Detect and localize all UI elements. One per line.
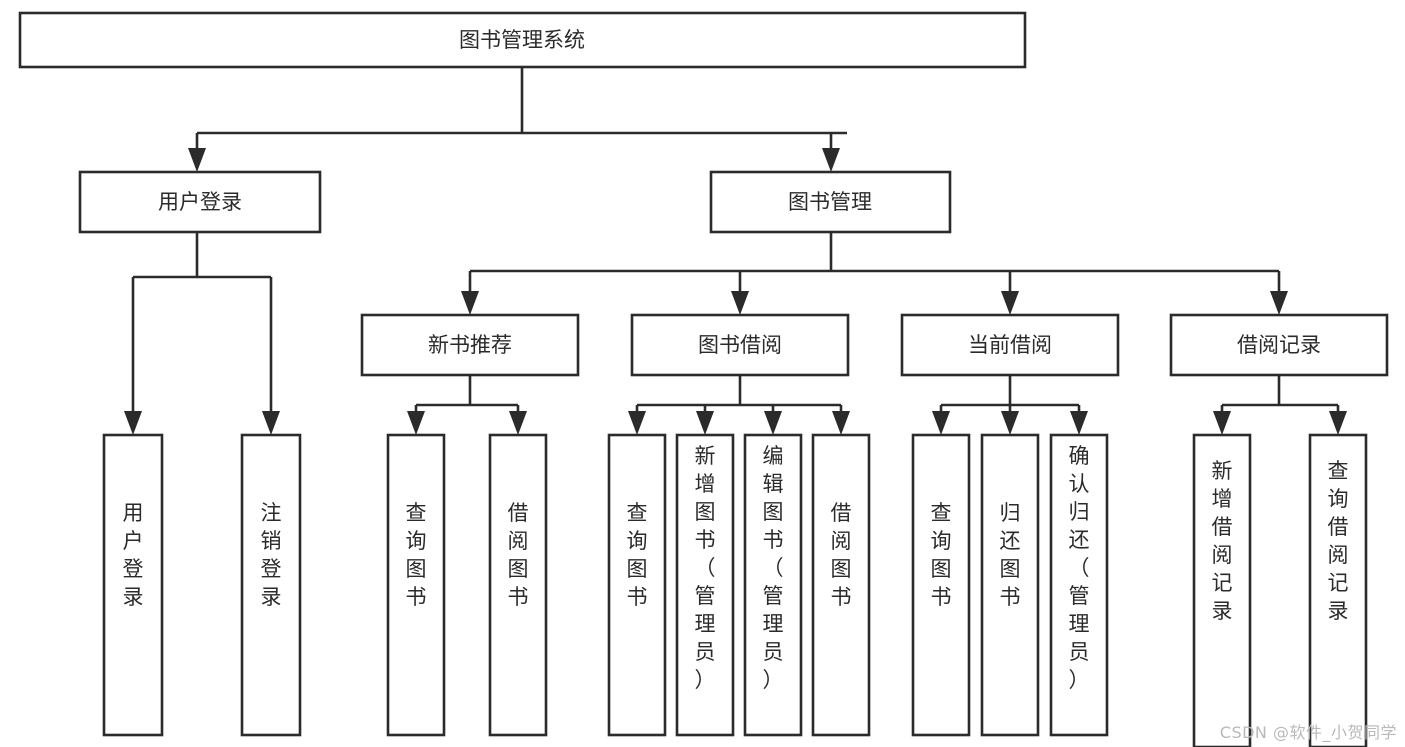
leaf-user-login-2-label: 注销登录 — [261, 501, 282, 609]
arrow-head-to-borrow-records — [1270, 291, 1288, 315]
leaf-new-book-2-label: 借阅图书 — [508, 501, 529, 609]
node-book-manage-label: 图书管理 — [788, 190, 872, 214]
arrow-head-current-leaf-2 — [1001, 411, 1019, 435]
leaf-borrow-2-box[interactable] — [675, 433, 735, 737]
node-book-borrow[interactable]: 图书借阅 — [630, 313, 850, 377]
leaf-borrow-1[interactable]: 查询图书 — [607, 433, 667, 737]
leaf-user-login-1-box[interactable] — [102, 433, 164, 737]
arrow-head-to-new-book — [461, 291, 479, 315]
connectors-borrow-to-leaves — [628, 375, 850, 435]
node-current-borrow-label: 当前借阅 — [968, 333, 1052, 357]
arrow-head-newbook-leaf-1 — [407, 411, 425, 435]
leaf-user-login-2-box[interactable] — [240, 433, 302, 737]
arrow-head-to-current-borrow — [1001, 291, 1019, 315]
leaf-records-1-box[interactable] — [1192, 433, 1252, 747]
leaf-borrow-3-box[interactable] — [743, 433, 803, 737]
leaf-borrow-4[interactable]: 借阅图书 — [811, 433, 871, 737]
node-user-login-box[interactable] — [78, 170, 322, 234]
node-root[interactable]: 图书管理系统 — [18, 11, 1027, 69]
connectors-current-to-leaves — [932, 375, 1088, 435]
node-user-login-label: 用户登录 — [158, 190, 242, 214]
leaf-new-book-2[interactable]: 借阅图书 — [488, 433, 548, 737]
leaf-user-login-1[interactable]: 用户登录 — [102, 433, 164, 737]
arrow-head-current-leaf-1 — [932, 411, 950, 435]
leaf-records-2-label: 查询借阅记录 — [1328, 459, 1349, 623]
arrow-head-newbook-leaf-2 — [509, 411, 527, 435]
arrow-head-current-leaf-3 — [1070, 411, 1088, 435]
leaf-user-login-1-label: 用户登录 — [123, 501, 144, 609]
leaf-current-2-box[interactable] — [980, 433, 1040, 737]
arrow-head-to-book-borrow — [731, 291, 749, 315]
arrow-head-borrow-leaf-3 — [764, 411, 782, 435]
leaf-current-1-box[interactable] — [911, 433, 971, 737]
leaf-borrow-3-label: 编辑图书（管理员） — [763, 444, 784, 692]
node-borrow-records[interactable]: 借阅记录 — [1169, 313, 1389, 377]
leaf-current-3[interactable]: 确认归还（管理员） — [1049, 433, 1109, 737]
arrow-head-records-leaf-2 — [1329, 411, 1347, 435]
leaf-new-book-1-label: 查询图书 — [406, 501, 427, 609]
leaf-user-login-2[interactable]: 注销登录 — [240, 433, 302, 737]
node-root-label: 图书管理系统 — [459, 28, 585, 52]
node-book-borrow-label: 图书借阅 — [698, 333, 782, 357]
leaf-borrow-3[interactable]: 编辑图书（管理员） — [743, 433, 803, 737]
leaf-current-1[interactable]: 查询图书 — [911, 433, 971, 737]
arrow-head-borrow-leaf-1 — [628, 411, 646, 435]
leaf-current-3-box[interactable] — [1049, 433, 1109, 737]
leaf-current-1-label: 查询图书 — [931, 501, 952, 609]
arrow-head-user-leaf-1 — [124, 411, 142, 435]
node-root-box[interactable] — [18, 11, 1027, 69]
leaf-new-book-1[interactable]: 查询图书 — [386, 433, 446, 737]
leaf-borrow-1-box[interactable] — [607, 433, 667, 737]
node-book-manage[interactable]: 图书管理 — [709, 170, 952, 234]
node-borrow-records-box[interactable] — [1169, 313, 1389, 377]
node-borrow-records-label: 借阅记录 — [1237, 333, 1321, 357]
leaf-records-2-box[interactable] — [1308, 433, 1368, 747]
arrow-head-to-book-manage — [822, 148, 840, 172]
leaf-new-book-2-box[interactable] — [488, 433, 548, 737]
leaf-current-2[interactable]: 归还图书 — [980, 433, 1040, 737]
connectors-root-to-level2 — [188, 67, 847, 172]
leaf-current-3-label: 确认归还（管理员） — [1069, 444, 1090, 692]
node-book-manage-box[interactable] — [709, 170, 952, 234]
arrow-head-user-leaf-2 — [262, 411, 280, 435]
node-current-borrow[interactable]: 当前借阅 — [900, 313, 1120, 377]
node-current-borrow-box[interactable] — [900, 313, 1120, 377]
leaf-borrow-4-box[interactable] — [811, 433, 871, 737]
connectors-bookmanage-to-level3 — [461, 232, 1288, 315]
leaf-current-2-label: 归还图书 — [1000, 501, 1021, 609]
node-new-book-recommend-box[interactable] — [360, 313, 580, 377]
leaf-new-book-1-box[interactable] — [386, 433, 446, 737]
arrow-head-borrow-leaf-2 — [696, 411, 714, 435]
connectors-records-to-leaves — [1213, 375, 1347, 435]
leaf-borrow-4-label: 借阅图书 — [831, 501, 852, 609]
arrow-head-borrow-leaf-4 — [832, 411, 850, 435]
node-new-book-recommend[interactable]: 新书推荐 — [360, 313, 580, 377]
arrow-head-to-user-login — [188, 148, 206, 172]
node-new-book-recommend-label: 新书推荐 — [428, 333, 512, 357]
leaf-records-1[interactable]: 新增借阅记录 — [1192, 433, 1252, 747]
leaf-records-2[interactable]: 查询借阅记录 — [1308, 433, 1368, 747]
connectors-newbook-to-leaves — [407, 375, 527, 435]
leaf-borrow-2[interactable]: 新增图书（管理员） — [675, 433, 735, 737]
node-user-login[interactable]: 用户登录 — [78, 170, 322, 234]
leaf-borrow-1-label: 查询图书 — [627, 501, 648, 609]
leaf-records-1-label: 新增借阅记录 — [1212, 459, 1233, 623]
arrow-head-records-leaf-1 — [1213, 411, 1231, 435]
leaf-borrow-2-label: 新增图书（管理员） — [695, 444, 716, 692]
connectors-userlogin-to-leaves — [124, 232, 280, 435]
node-book-borrow-box[interactable] — [630, 313, 850, 377]
